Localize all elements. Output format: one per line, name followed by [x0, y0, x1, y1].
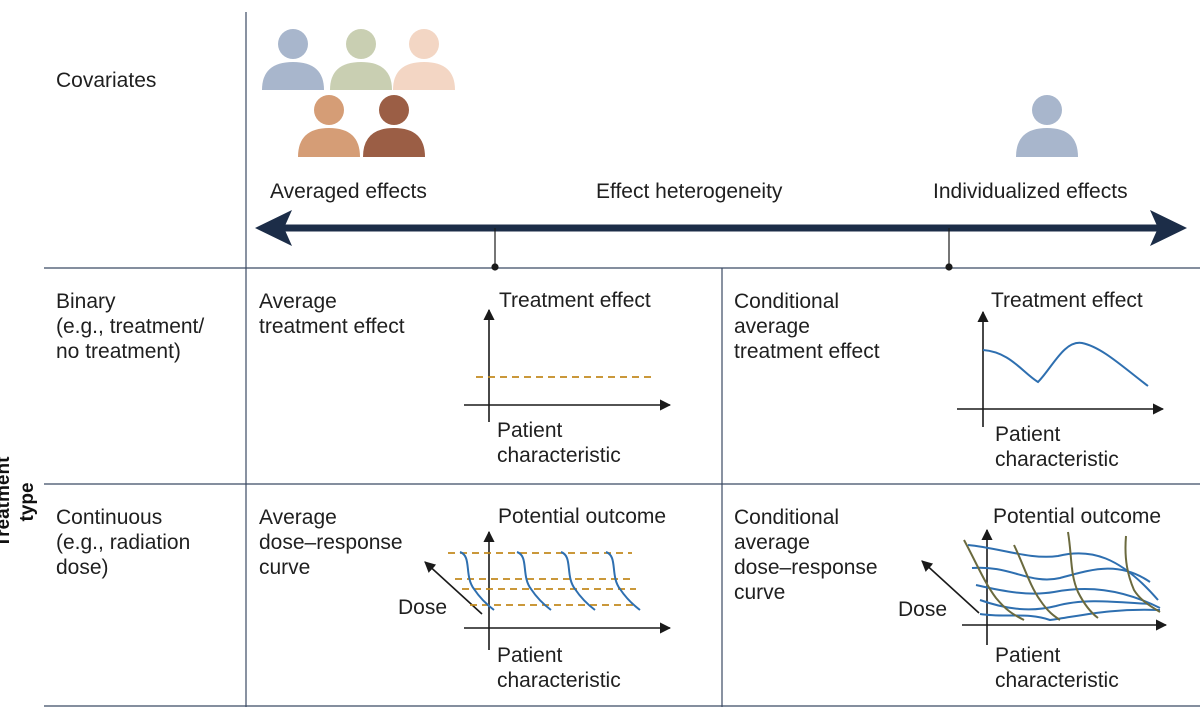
cadrc-x-label: Patient characteristic — [995, 644, 1119, 692]
ate-title: Average treatment effect — [259, 290, 405, 338]
treatment-type-label: Treatment type — [0, 456, 38, 548]
effect-heterogeneity-label: Effect heterogeneity — [596, 180, 783, 203]
cadrc-dose-axis — [921, 560, 980, 614]
table-grid — [44, 12, 1200, 707]
person-icon — [262, 29, 324, 90]
cate-effect-curve — [982, 341, 1149, 387]
spectrum-arrow — [255, 210, 1187, 246]
cadrc-title: Conditional average dose–response curve — [734, 506, 878, 604]
person-icon — [1016, 95, 1078, 157]
person-icon — [393, 29, 455, 90]
cate-chart — [957, 310, 1165, 427]
cadrc-y-label: Potential outcome — [993, 505, 1162, 528]
individualized-effects-label: Individualized effects — [933, 180, 1128, 203]
row-label-covariates: Covariates — [56, 69, 157, 92]
adrc-title: Average dose–response curve — [259, 506, 403, 579]
cate-x-label: Patient characteristic — [995, 423, 1119, 471]
adrc-average-lines — [448, 552, 636, 606]
cadrc-dose-slices — [963, 531, 1161, 621]
adrc-dose-curves — [459, 551, 641, 611]
ate-chart — [464, 308, 672, 422]
cadrc-chart — [921, 528, 1168, 645]
adrc-x-label: Patient characteristic — [497, 644, 621, 692]
person-icon — [330, 29, 392, 90]
row-label-continuous: Continuous (e.g., radiation dose) — [56, 506, 191, 579]
adrc-y-label: Potential outcome — [498, 505, 667, 528]
person-icon — [363, 95, 425, 157]
averaged-effects-label: Averaged effects — [270, 180, 427, 203]
cadrc-dose-label: Dose — [898, 598, 948, 621]
ate-y-label: Treatment effect — [499, 289, 651, 312]
ate-x-label: Patient characteristic — [497, 419, 621, 467]
adrc-dose-label: Dose — [398, 596, 448, 619]
spectrum-connectors — [491, 228, 953, 271]
person-icon — [298, 95, 360, 157]
row-label-binary: Binary (e.g., treatment/ no treatment) — [56, 290, 205, 363]
cate-y-label: Treatment effect — [991, 289, 1143, 312]
cate-title: Conditional average treatment effect — [734, 290, 880, 363]
adrc-chart — [424, 530, 672, 650]
